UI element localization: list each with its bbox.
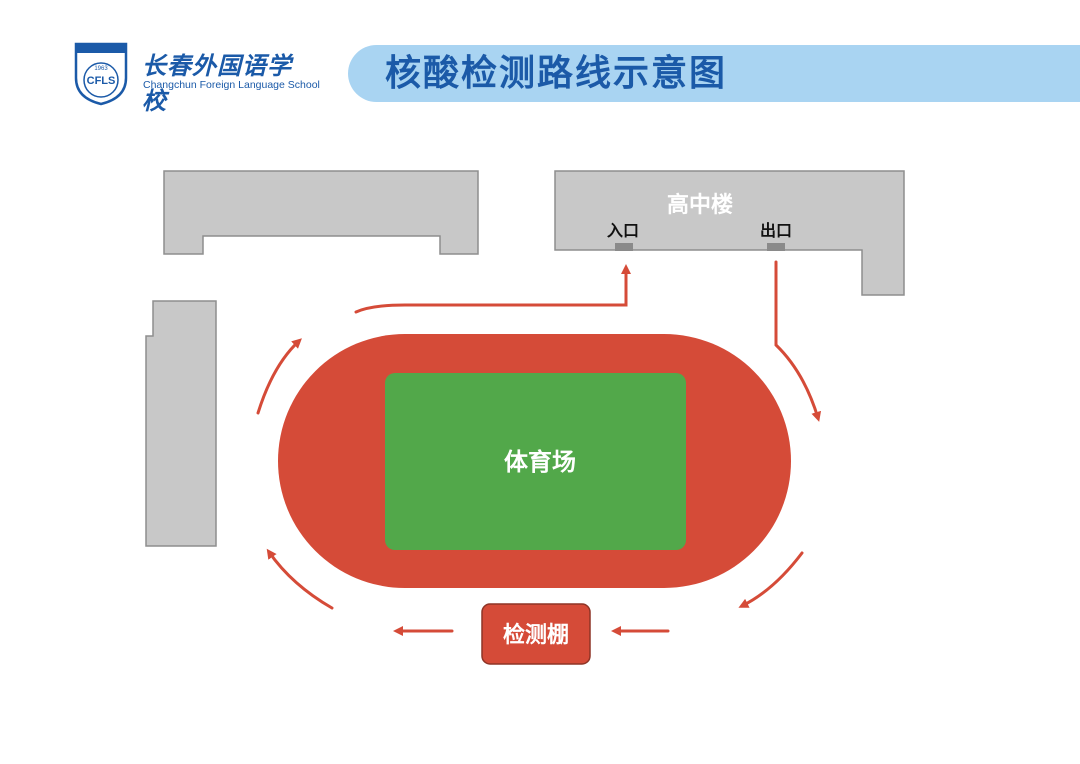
header-bar <box>348 45 1080 102</box>
stadium-label: 体育场 <box>504 448 576 476</box>
testing-tent-label: 检测棚 <box>503 622 569 648</box>
entrance-label: 入口 <box>607 221 639 240</box>
exit-label: 出口 <box>760 221 792 240</box>
route-arrow-left-lower <box>266 548 334 610</box>
school-emblem: CFLS 1963 <box>74 42 128 106</box>
route-arrow-left-upper <box>256 338 302 415</box>
emblem-text: CFLS <box>87 75 116 87</box>
high-school-label: 高中楼 <box>667 192 733 218</box>
building-left <box>145 300 217 547</box>
emblem-year: 1963 <box>94 66 108 72</box>
school-name-cn: 长春外国语学校 <box>142 51 292 115</box>
route-arrow-to-entrance <box>354 264 631 314</box>
exit-door <box>767 243 785 251</box>
stadium-field <box>385 373 686 550</box>
building-high-school <box>554 170 905 296</box>
school-logo: CFLS 1963 长春外国语学校 Changchun Foreign Lang… <box>72 40 320 115</box>
building-top-left <box>163 170 479 255</box>
school-name-en: Changchun Foreign Language School <box>143 79 320 91</box>
route-arrow-from-exit <box>774 260 822 422</box>
route-arrow-right-lower <box>738 551 804 608</box>
testing-tent <box>481 603 591 665</box>
page-title: 核酸检测路线示意图 <box>385 53 728 94</box>
entrance-door <box>615 243 633 251</box>
